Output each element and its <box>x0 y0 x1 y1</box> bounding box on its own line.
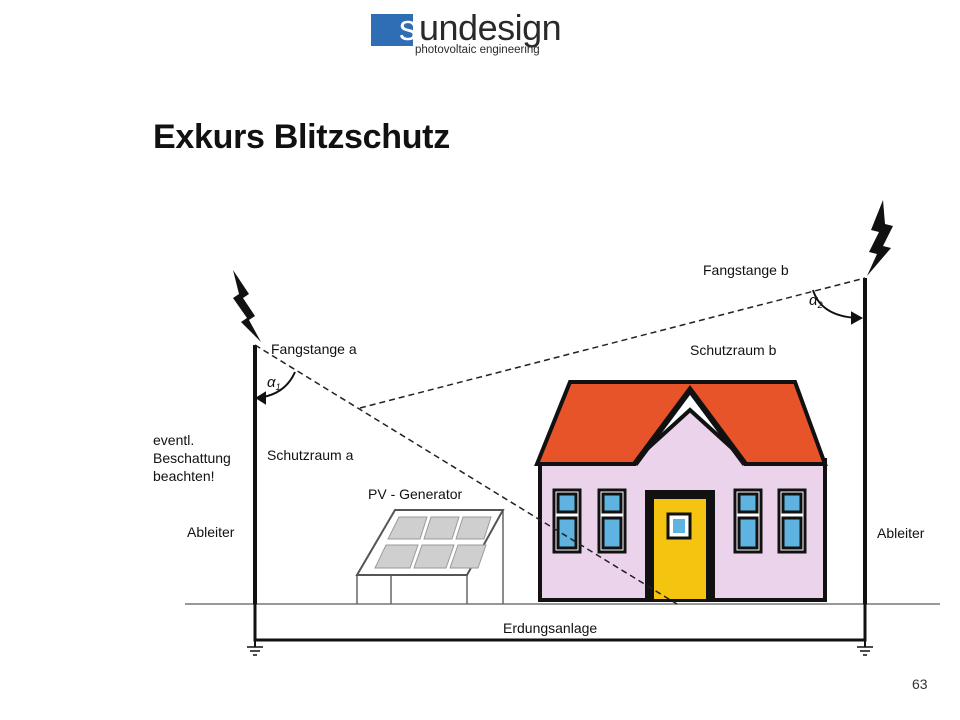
angle-alpha1-arc <box>255 371 296 405</box>
pv-generator <box>355 509 505 604</box>
logo-tagline: photovoltaic engineering <box>415 44 540 56</box>
label-pv-generator: PV - Generator <box>368 486 462 502</box>
ground-symbol-icon <box>247 646 263 656</box>
logo-blue-box <box>371 14 413 46</box>
lightning-protection-diagram: Fangstange a Fangstange b Schutzraum b S… <box>153 200 940 656</box>
lightning-bolt-icon <box>867 200 893 276</box>
angle-alpha2-arc <box>812 289 864 325</box>
sundesign-logo: s undesign photovoltaic engineering <box>371 8 562 60</box>
label-schutzraum-b: Schutzraum b <box>690 342 777 358</box>
lightning-bolt-icon <box>233 270 261 342</box>
label-ableiter-right: Ableiter <box>877 525 925 541</box>
ground-symbol-icon <box>857 646 873 656</box>
label-alpha2: α2 <box>809 292 823 310</box>
logo-initial: s <box>399 7 417 48</box>
label-alpha1: α1 <box>267 374 281 392</box>
label-schutzraum-a: Schutzraum a <box>267 447 354 463</box>
label-fangstange-a: Fangstange a <box>271 341 357 357</box>
house <box>534 380 828 602</box>
page-number: 63 <box>912 676 928 692</box>
label-ableiter-left: Ableiter <box>187 524 235 540</box>
logo-brand: undesign <box>419 7 562 48</box>
label-fangstange-b: Fangstange b <box>703 262 789 278</box>
grounding-loop <box>253 604 867 642</box>
shading-note: eventl. Beschattung beachten! <box>153 432 235 484</box>
label-erdungsanlage: Erdungsanlage <box>503 620 597 636</box>
page-title: Exkurs Blitzschutz <box>153 118 450 156</box>
protection-zone-lines <box>254 277 866 605</box>
